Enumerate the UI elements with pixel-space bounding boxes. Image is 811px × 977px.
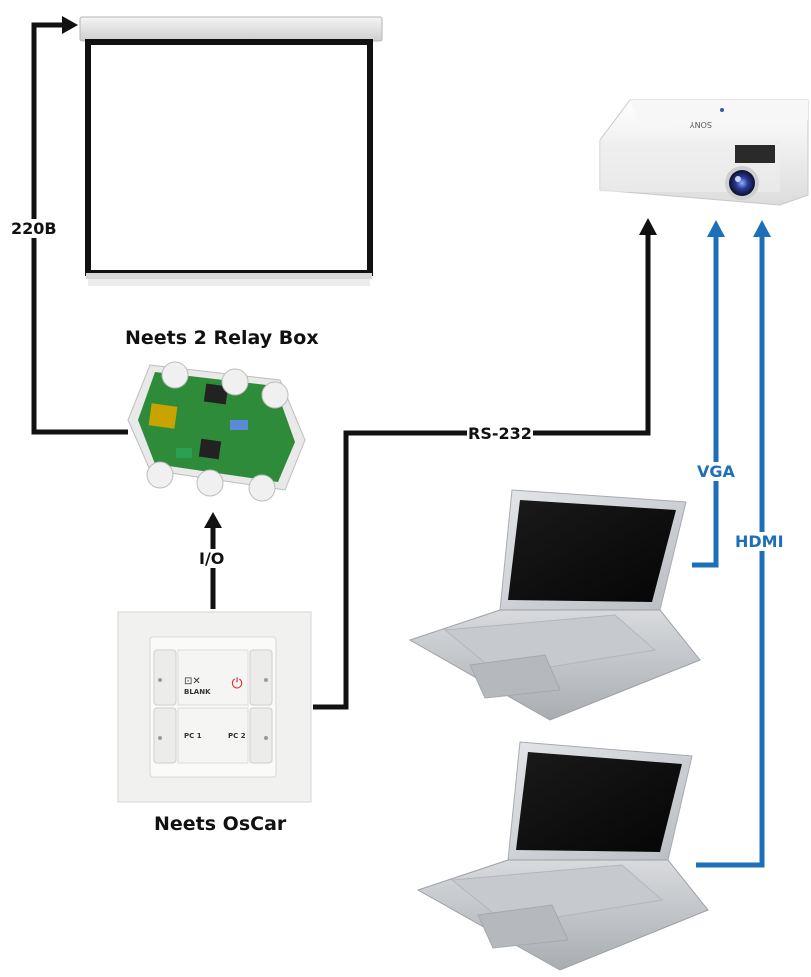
hdmi-arrowhead — [753, 220, 771, 237]
hdmi-line — [696, 235, 765, 868]
rs232-line — [313, 232, 651, 710]
vga-arrowhead — [707, 220, 725, 237]
laptop-2 — [416, 741, 709, 971]
projector: SONY — [599, 99, 809, 206]
rs232-label: RS-232 — [467, 424, 533, 443]
power-220-arrowhead — [62, 16, 78, 34]
rs232-arrowhead — [639, 218, 657, 235]
vga-line — [692, 235, 719, 568]
laptop-1 — [408, 489, 701, 721]
projector-brand: SONY — [690, 120, 712, 129]
keypad-blank-label: BLANK — [184, 688, 211, 696]
projection-screen — [79, 16, 383, 286]
relay-box — [127, 361, 306, 502]
io-label: I/O — [198, 549, 226, 568]
vga-label: VGA — [695, 462, 737, 481]
power-220-label: 220B — [10, 219, 58, 238]
hdmi-label: HDMI — [733, 532, 786, 551]
power-icon: ⏻ — [231, 676, 242, 692]
keypad-pc1-label: PC 1 — [184, 732, 202, 740]
oscar-title: Neets OsCar — [154, 813, 287, 835]
svg-text:⊡✕: ⊡✕ — [184, 676, 201, 687]
io-arrowhead — [204, 512, 222, 528]
oscar-keypad: ⊡✕ BLANK ⏻ PC 1 PC 2 — [117, 611, 312, 803]
keypad-pc2-label: PC 2 — [228, 732, 246, 740]
relay-box-title: Neets 2 Relay Box — [125, 327, 319, 349]
